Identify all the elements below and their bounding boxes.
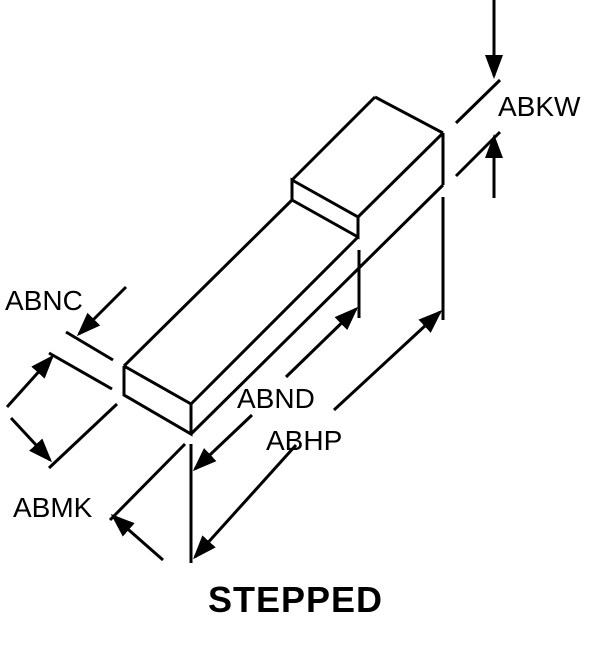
abnd-arrow-down — [192, 413, 254, 472]
label-abnd: ABND — [237, 383, 315, 414]
label-abmk: ABMK — [13, 492, 93, 523]
label-abhp: ABHP — [266, 425, 342, 456]
abnc-arrow — [76, 285, 128, 337]
abmk-lower-arrow — [110, 514, 164, 562]
abhp-arrow-down — [192, 443, 298, 560]
dimension-arrows — [5, 0, 503, 562]
abmk-arrow-down — [9, 416, 53, 463]
abhp-arrow-up — [332, 309, 443, 412]
stepped-key-outline — [122, 95, 445, 437]
label-abkw: ABKW — [498, 91, 581, 122]
abmk-arrow-up — [5, 354, 55, 409]
diagram-title: STEPPED — [208, 579, 383, 620]
abnd-arrow-up — [284, 306, 359, 379]
label-abnc: ABNC — [5, 285, 83, 316]
